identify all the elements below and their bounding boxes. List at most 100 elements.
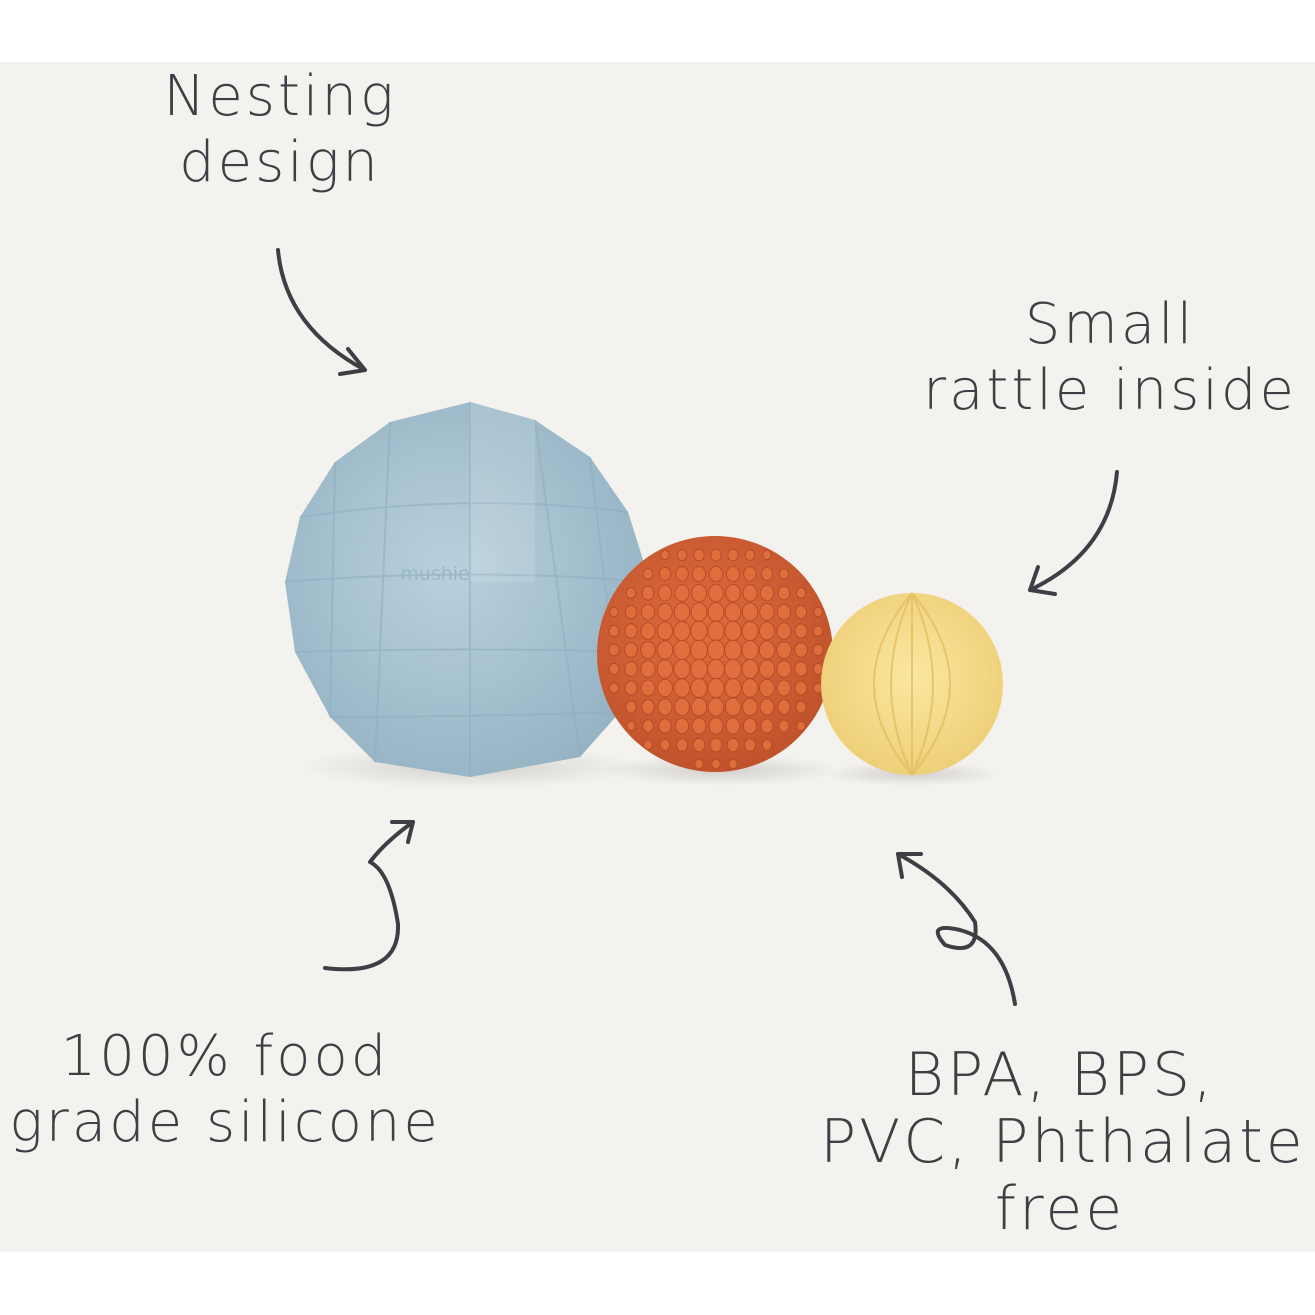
texture-bump	[674, 717, 690, 735]
texture-bump	[794, 623, 808, 639]
texture-bump	[640, 641, 656, 659]
texture-bump	[744, 738, 756, 752]
texture-bump	[813, 606, 823, 618]
texture-bump	[609, 606, 619, 618]
arrow-free	[896, 852, 1017, 1006]
texture-bump	[694, 758, 704, 770]
texture-bump	[726, 737, 740, 753]
texture-bump	[608, 643, 620, 657]
texture-bump	[759, 602, 775, 622]
texture-bump	[776, 622, 792, 640]
texture-bump	[707, 697, 725, 717]
texture-bump	[777, 585, 791, 601]
texture-bump	[761, 739, 773, 751]
small-yellow-ball	[821, 592, 1003, 776]
texture-bump	[776, 679, 792, 697]
texture-bump	[743, 566, 757, 582]
texture-bump	[758, 621, 776, 641]
texture-bump	[812, 643, 824, 657]
texture-bump	[742, 584, 758, 602]
texture-bump	[794, 680, 808, 696]
texture-bump	[624, 604, 638, 620]
annotation-rattle-inside: Small rattle inside	[905, 292, 1315, 424]
texture-bump	[707, 602, 725, 622]
texture-bump	[690, 620, 708, 642]
texture-bump	[741, 678, 759, 698]
texture-bump	[656, 678, 674, 698]
texture-bump	[759, 584, 775, 602]
annotation-food-grade-silicone: 100% food grade silicone	[0, 1024, 450, 1156]
annotation-line: BPA, BPS,	[904, 1040, 1216, 1110]
texture-bump	[660, 549, 670, 561]
texture-bump	[690, 602, 708, 622]
texture-bump	[794, 661, 808, 677]
texture-bump	[741, 602, 759, 622]
annotation-line: grade silicone	[9, 1090, 441, 1156]
texture-bump	[776, 660, 792, 678]
texture-bump	[707, 677, 725, 699]
texture-bump	[656, 640, 674, 660]
texture-bump	[760, 718, 774, 734]
texture-bump	[692, 737, 706, 753]
texture-bump	[724, 620, 742, 642]
texture-bump	[794, 642, 808, 658]
texture-bump	[640, 679, 656, 697]
texture-bump	[656, 659, 674, 679]
texture-bump	[795, 700, 807, 714]
texture-bump	[741, 621, 759, 641]
texture-bump	[813, 682, 823, 694]
texture-bump	[658, 566, 672, 582]
texture-bump	[624, 642, 638, 658]
product-illustration: mushie	[276, 248, 1119, 1006]
texture-bump	[657, 602, 673, 622]
texture-bump	[642, 719, 654, 733]
texture-bump	[608, 624, 620, 638]
texture-bump	[640, 603, 656, 621]
product-image: mushie	[0, 62, 1315, 1252]
texture-bump	[707, 639, 725, 661]
texture-bump	[744, 549, 756, 561]
texture-bump	[640, 622, 656, 640]
texture-bump	[674, 697, 690, 717]
brand-mark: mushie	[400, 563, 469, 585]
texture-bump	[710, 548, 722, 562]
texture-bump	[673, 621, 691, 641]
texture-bump	[762, 549, 772, 561]
texture-bump	[727, 548, 739, 562]
texture-bump	[742, 697, 758, 717]
annotation-line: PVC, Phthalate	[820, 1107, 1306, 1178]
texture-bump	[657, 584, 673, 602]
annotation-line: free	[994, 1174, 1126, 1245]
texture-bump	[676, 549, 688, 561]
texture-bump	[724, 697, 742, 717]
texture-bump	[759, 698, 775, 716]
texture-bump	[708, 717, 724, 735]
texture-bump	[725, 565, 741, 583]
texture-bump	[759, 678, 775, 698]
texture-bump	[776, 603, 792, 621]
texture-bump	[625, 586, 637, 600]
texture-bump	[741, 658, 759, 680]
texture-bump	[624, 623, 638, 639]
texture-bump	[625, 700, 637, 714]
texture-bump	[741, 639, 759, 661]
texture-bump	[778, 568, 790, 580]
texture-bump	[693, 548, 705, 562]
texture-bump	[711, 758, 721, 770]
texture-bump	[656, 621, 674, 641]
texture-bump	[641, 699, 655, 715]
texture-bump	[724, 658, 742, 680]
texture-bump	[640, 660, 656, 678]
texture-bump	[690, 677, 708, 699]
texture-bump	[758, 659, 776, 679]
texture-bump	[758, 640, 776, 660]
texture-bump	[642, 568, 654, 580]
texture-bump	[760, 566, 774, 582]
texture-bump	[709, 737, 723, 753]
texture-bump	[673, 639, 691, 661]
texture-bump	[659, 738, 671, 752]
annotation-line: rattle inside	[923, 358, 1297, 424]
texture-bump	[707, 658, 725, 680]
texture-bump	[742, 717, 758, 735]
texture-bump	[690, 658, 708, 680]
